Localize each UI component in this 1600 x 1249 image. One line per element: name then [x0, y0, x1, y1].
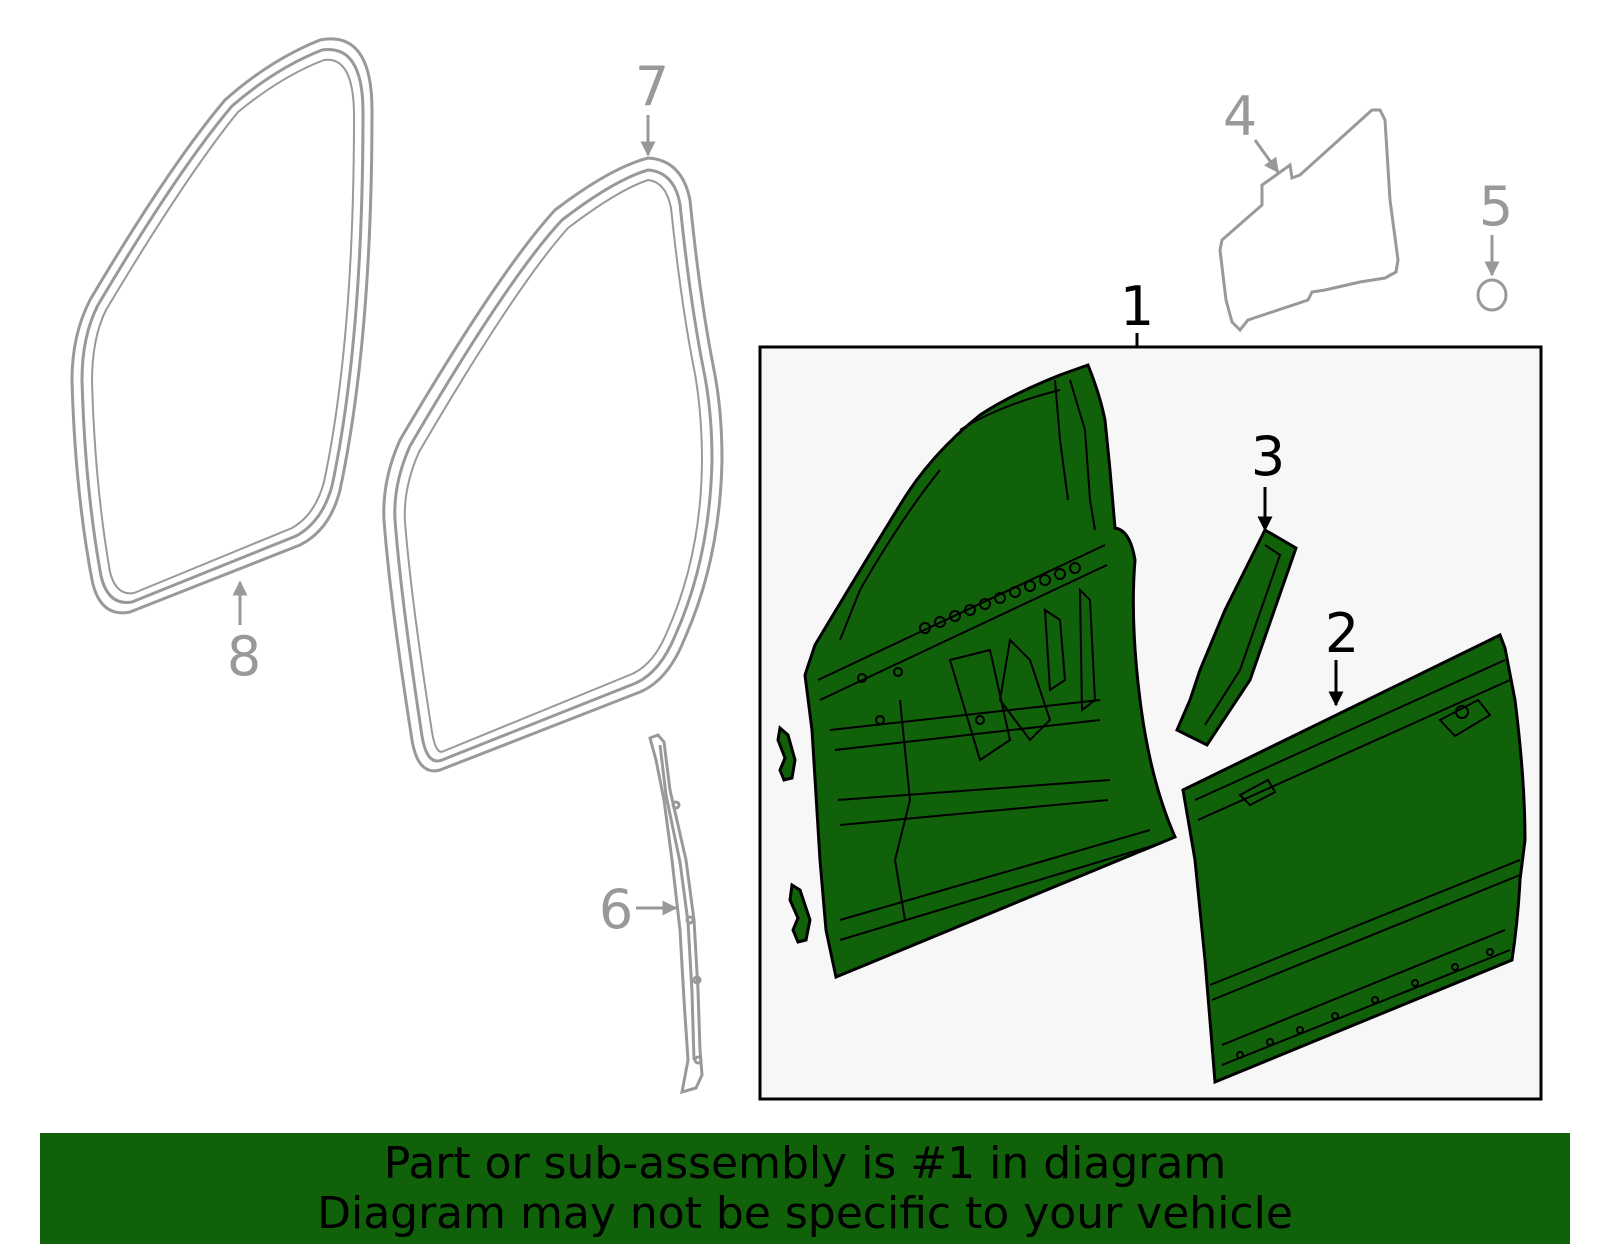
callout-1: 1	[1120, 275, 1154, 338]
banner-line-1: Part or sub-assembly is #1 in diagram	[383, 1137, 1227, 1189]
plug-part	[1476, 278, 1508, 312]
reinforcement-part	[1175, 527, 1298, 747]
callout-5: 5	[1479, 175, 1513, 238]
outer-panel-part	[1181, 632, 1527, 1085]
notice-banner: Part or sub-assembly is #1 in diagram Di…	[40, 1133, 1570, 1244]
pillar-weatherstrip-part	[648, 733, 704, 1095]
arrow-4	[1253, 139, 1280, 174]
water-deflector-part	[1218, 108, 1400, 333]
callout-labels: 1 2 3 4 5 6 7 8	[227, 55, 1513, 941]
banner-line-2: Diagram may not be specific to your vehi…	[317, 1187, 1293, 1239]
door-weatherstrip-part	[382, 156, 724, 773]
callout-6: 6	[599, 878, 633, 941]
callout-arrows	[232, 115, 1500, 916]
callout-7: 7	[635, 55, 669, 118]
callout-3: 3	[1251, 425, 1285, 488]
callout-2: 2	[1325, 602, 1359, 665]
banner-background	[40, 1133, 1570, 1244]
callout-8: 8	[227, 625, 261, 688]
body-weatherstrip-part	[70, 37, 374, 615]
door-shell-part	[776, 363, 1177, 980]
callout-4: 4	[1223, 85, 1257, 148]
